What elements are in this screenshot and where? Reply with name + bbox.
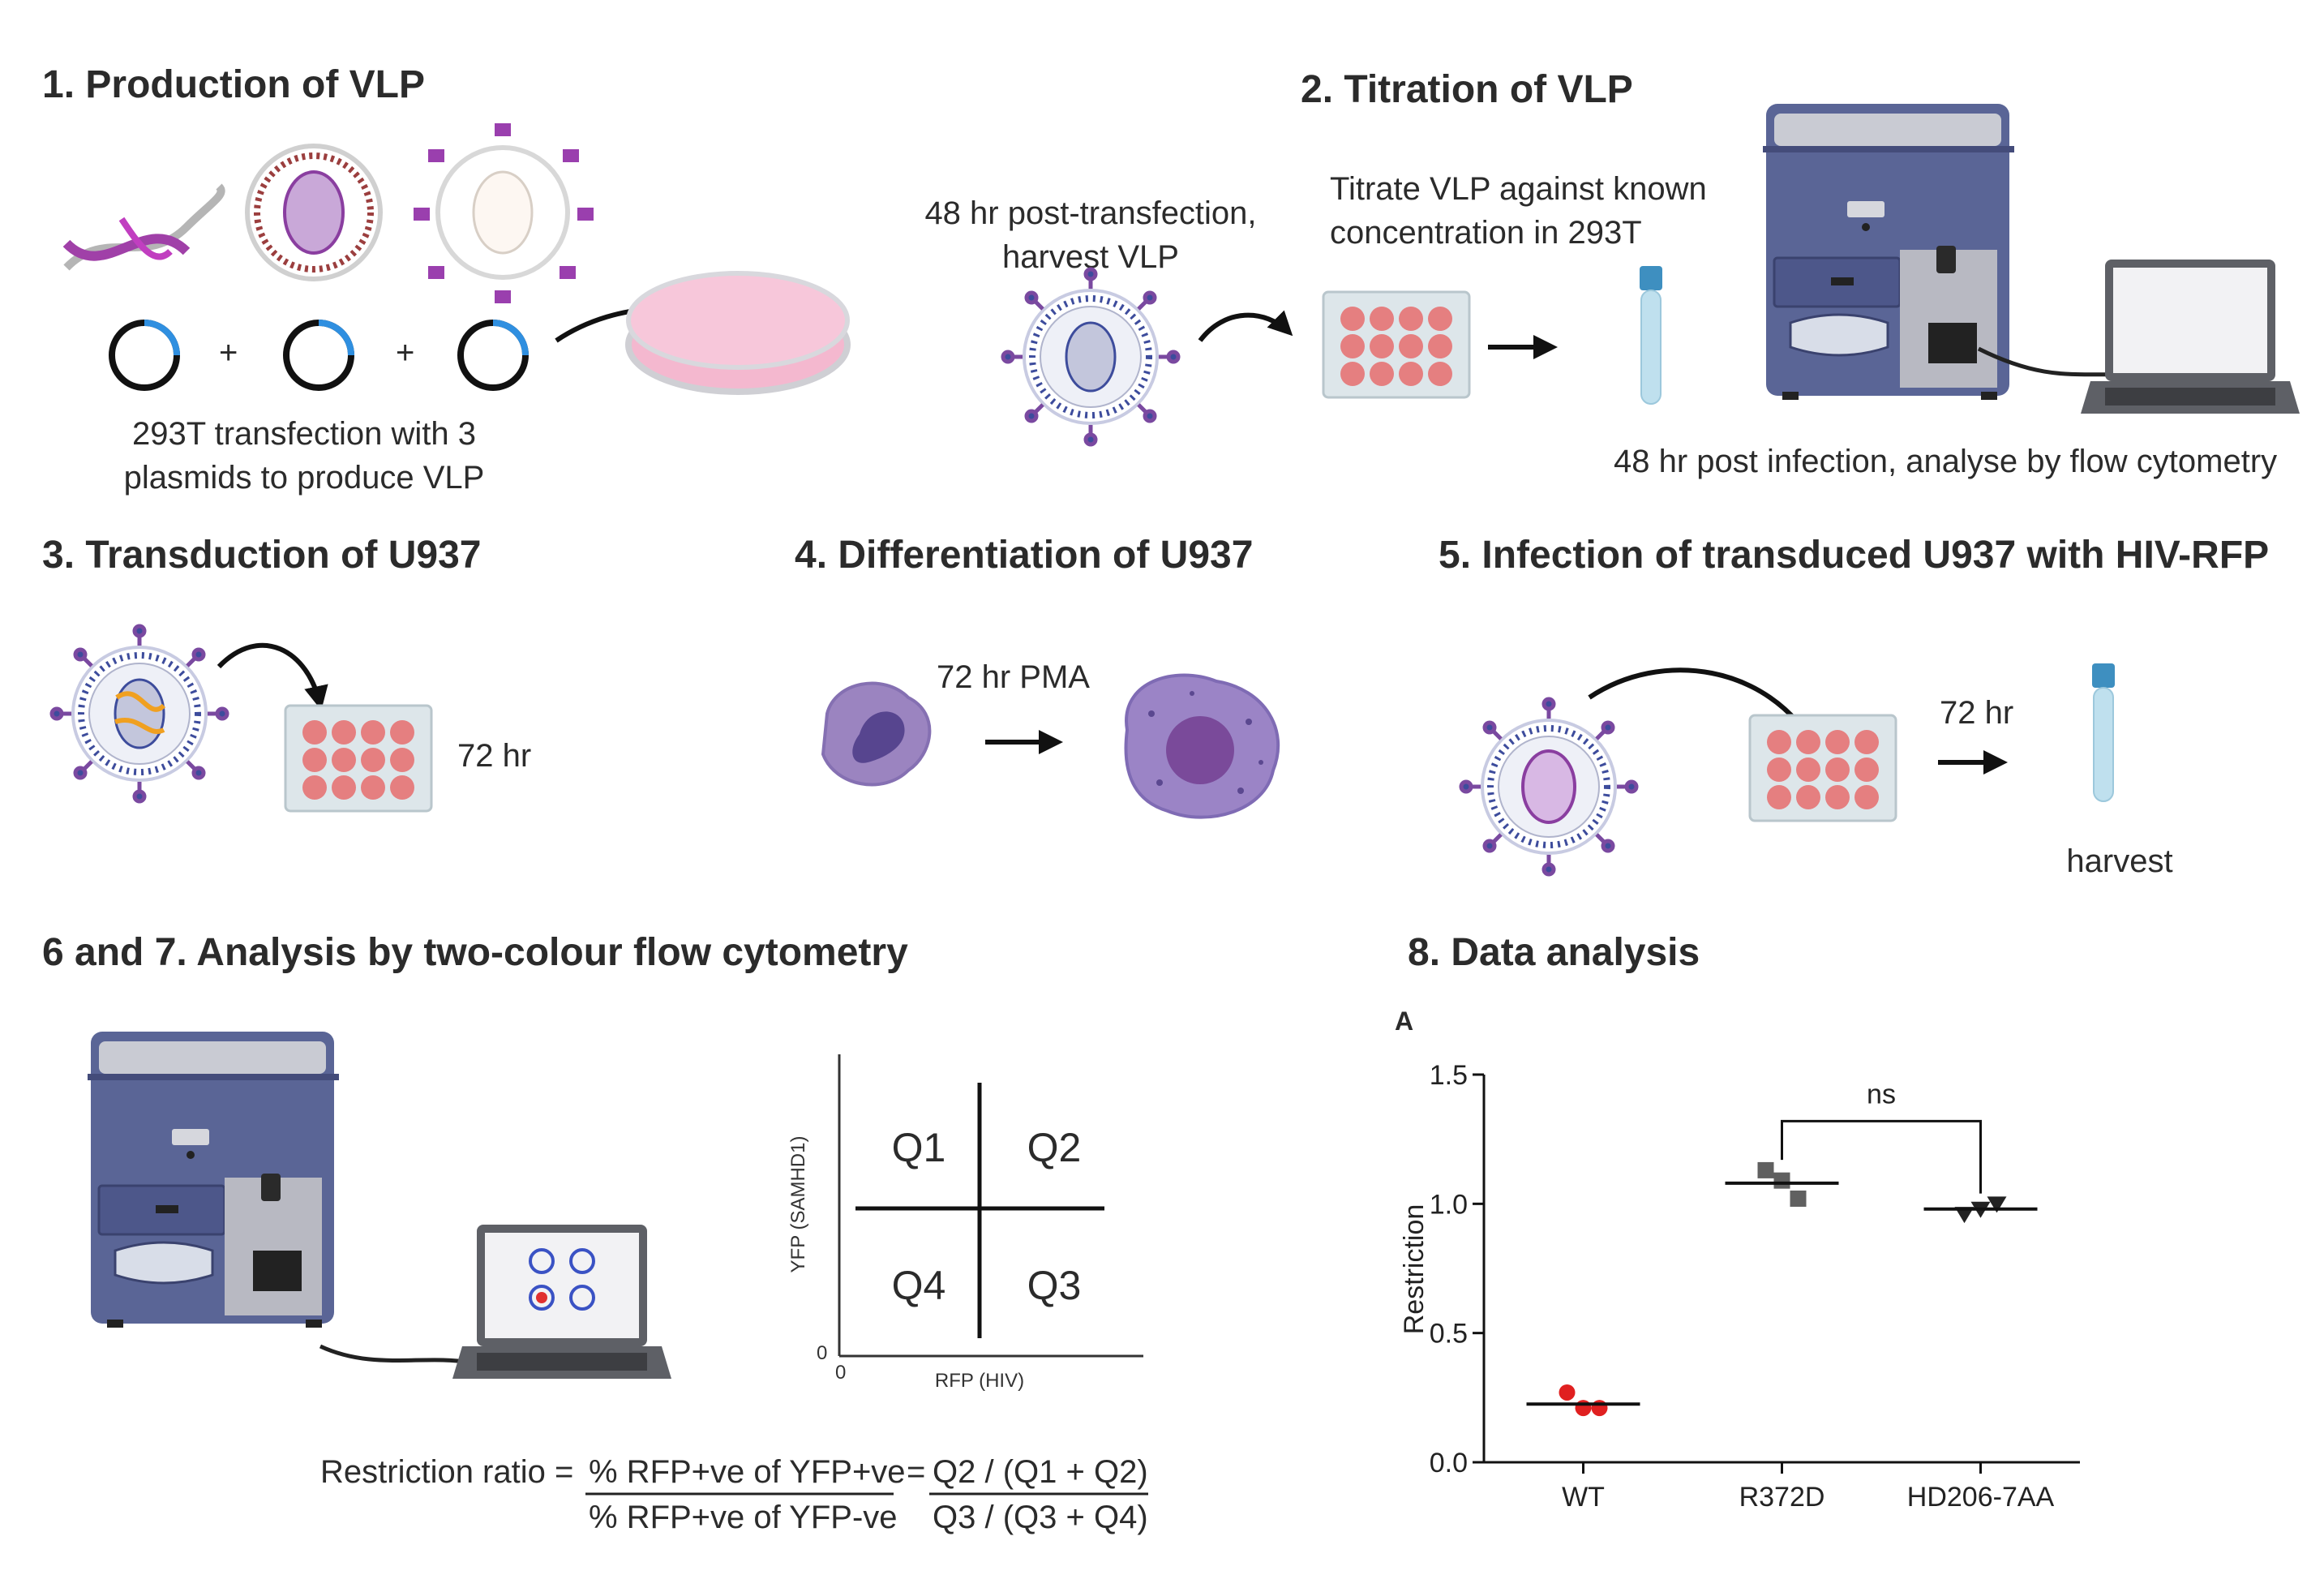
- quadrant-origin-x: 0: [835, 1362, 846, 1384]
- petri-dish-icon: [625, 271, 851, 395]
- section-67-title: 6 and 7. Analysis by two-colour flow cyt…: [42, 931, 908, 974]
- equation-denominator-1: % RFP+ve of YFP-ve: [589, 1500, 898, 1535]
- section-3-title: 3. Transduction of U937: [42, 534, 481, 577]
- harvest-caption-line-1: 48 hr post-transfection,: [924, 195, 1256, 231]
- equation-lhs: Restriction ratio =: [320, 1454, 573, 1490]
- quadrant-q1-label: Q1: [892, 1125, 946, 1170]
- chart-point: [1575, 1400, 1592, 1417]
- chart-point: [1987, 1196, 2007, 1213]
- chart-point: [1773, 1172, 1790, 1189]
- chart-x-tick-label: R372D: [1739, 1482, 1825, 1513]
- hiv-rfp-virus-icon: [1461, 699, 1636, 874]
- chart-y-tick-label: 0.5: [1430, 1319, 1468, 1350]
- arrow-to-plate-3: [217, 642, 328, 710]
- section-4-title: 4. Differentiation of U937: [795, 534, 1253, 577]
- restriction-ratio-equation: Restriction ratio = % RFP+ve of YFP+ve %…: [320, 1454, 1148, 1535]
- chart-point: [1757, 1161, 1774, 1178]
- flow-cytometer-icon-1: [1761, 102, 2016, 401]
- chart-point: [1954, 1207, 1975, 1224]
- equation-equals: =: [907, 1454, 925, 1490]
- quadrant-q2-label: Q2: [1027, 1125, 1082, 1170]
- titrate-caption-line-1: Titrate VLP against known: [1330, 171, 1707, 207]
- section-1-caption-line-2: plasmids to produce VLP: [124, 460, 485, 496]
- plus-sign-2: +: [396, 335, 414, 371]
- plasmid-1-icon: [112, 323, 177, 388]
- plus-sign-1: +: [219, 335, 238, 371]
- packaging-virus-icon: [245, 144, 383, 281]
- section-4-time: 72 hr PMA: [937, 659, 1090, 695]
- laptop-with-plot-icon: [452, 1225, 671, 1379]
- chart-point: [1790, 1190, 1807, 1207]
- section-2-title: 2. Titration of VLP: [1301, 68, 1633, 111]
- transduction-plate-icon: [284, 704, 433, 813]
- quadrant-ylabel: YFP (SAMHD1): [787, 1136, 809, 1273]
- titration-plate-icon: [1322, 290, 1471, 399]
- section-1-title: 1. Production of VLP: [42, 63, 425, 106]
- chart-point: [1591, 1400, 1608, 1417]
- chart-y-tick-label: 1.5: [1430, 1060, 1468, 1091]
- chart-y-tick-label: 1.0: [1430, 1189, 1468, 1220]
- tube-icon-2: [2091, 663, 2116, 802]
- quadrant-xlabel: RFP (HIV): [935, 1370, 1024, 1392]
- envelope-virus-icon: [414, 123, 594, 303]
- infection-plate-icon: [1748, 714, 1897, 822]
- equation-denominator-2: Q3 / (Q3 + Q4): [933, 1500, 1148, 1535]
- quadrant-q4-label: Q4: [892, 1263, 946, 1308]
- macrophage-cell-icon: [1124, 673, 1280, 819]
- monocyte-cell-icon: [821, 681, 932, 787]
- flow-analyse-caption: 48 hr post infection, analyse by flow cy…: [1614, 444, 2277, 479]
- flow-cytometer-icon-2: [86, 1030, 341, 1329]
- chart-point: [1559, 1384, 1576, 1401]
- chart-ylabel: Restriction: [1399, 1204, 1430, 1335]
- section-5-title: 5. Infection of transduced U937 with HIV…: [1439, 534, 2269, 577]
- panel-label: A: [1395, 1006, 1413, 1036]
- titrate-caption-line-2: concentration in 293T: [1330, 215, 1642, 251]
- section-5-time: 72 hr: [1940, 695, 2013, 731]
- cable-2: [319, 1344, 471, 1365]
- chart-significance-label: ns: [1867, 1079, 1896, 1109]
- arrow-to-plate-1: [1198, 310, 1293, 342]
- quadrant-plot: Q1 Q2 Q4 Q3 YFP (SAMHD1) RFP (HIV) 0 0: [787, 1054, 1143, 1392]
- section-1-caption-line-1: 293T transfection with 3: [132, 416, 476, 452]
- vlp-virus-icon: [1003, 269, 1178, 444]
- plasmid-2-icon: [286, 323, 351, 388]
- equation-numerator-2: Q2 / (Q1 + Q2): [933, 1454, 1148, 1490]
- chart-y-tick-label: 0.0: [1430, 1448, 1468, 1478]
- chart-x-tick-label: HD206-7AA: [1907, 1482, 2055, 1513]
- section-3-time: 72 hr: [457, 738, 531, 774]
- laptop-icon-1: [2081, 260, 2300, 414]
- chart-significance-bracket: [1781, 1119, 1982, 1194]
- transducing-virus-icon: [52, 626, 227, 801]
- quadrant-q3-label: Q3: [1027, 1263, 1082, 1308]
- chart-x-tick-label: WT: [1562, 1482, 1605, 1513]
- tube-icon-1: [1639, 265, 1663, 405]
- equation-numerator-1: % RFP+ve of YFP+ve: [589, 1454, 906, 1490]
- section-5-harvest: harvest: [2066, 843, 2172, 879]
- dna-helix-icon: [62, 183, 225, 271]
- section-8-title: 8. Data analysis: [1408, 931, 1700, 974]
- quadrant-origin-y: 0: [817, 1342, 827, 1364]
- plasmid-3-icon: [461, 323, 525, 388]
